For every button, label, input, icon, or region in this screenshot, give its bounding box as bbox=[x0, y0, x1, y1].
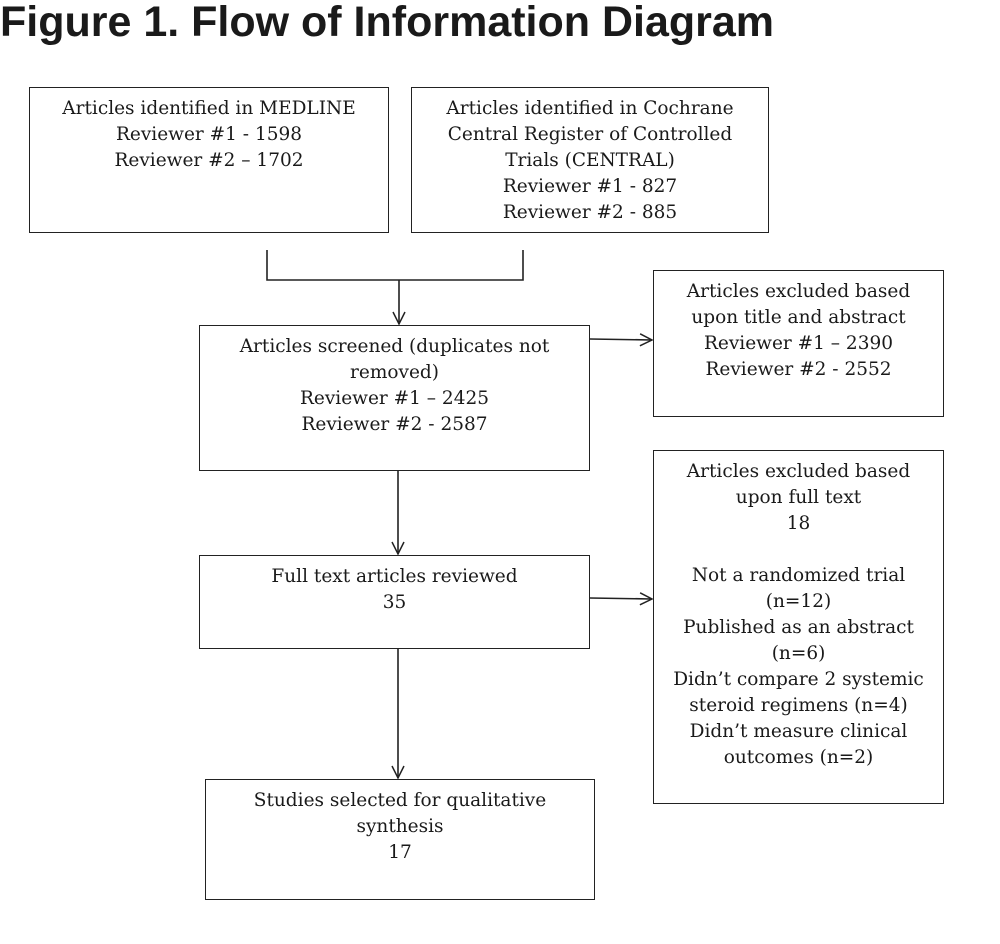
medline-box: Articles identified in MEDLINE Reviewer … bbox=[29, 87, 389, 233]
box-text-line: upon title and abstract bbox=[691, 307, 906, 328]
box-text-line: Studies selected for qualitative bbox=[253, 790, 547, 811]
arrow-screened-to-excluded bbox=[589, 333, 654, 347]
box-text-line: upon full text bbox=[735, 487, 862, 508]
box-text-line: 18 bbox=[786, 513, 811, 534]
spacer bbox=[654, 537, 943, 563]
box-text-line: synthesis bbox=[356, 816, 444, 837]
exclusion-reason-line: (n=12) bbox=[765, 591, 832, 612]
box-text-line: Central Register of Controlled bbox=[447, 124, 733, 145]
exclusion-reason-line: Didn’t compare 2 systemic bbox=[673, 669, 924, 690]
screened-box: Articles screened (duplicates not remove… bbox=[199, 325, 590, 471]
box-text-line: Trials (CENTRAL) bbox=[505, 150, 675, 171]
box-text-line: Reviewer #2 – 1702 bbox=[114, 150, 304, 171]
exclusion-reason-line: Didn’t measure clinical bbox=[689, 721, 908, 742]
merge-bracket bbox=[266, 250, 524, 281]
box-text-line: removed) bbox=[350, 362, 439, 383]
excluded-title-abstract-box: Articles excluded based upon title and a… bbox=[653, 270, 944, 417]
exclusion-reason-line: (n=6) bbox=[771, 643, 826, 664]
box-text-line: 35 bbox=[382, 592, 407, 613]
box-text-line: Articles identified in MEDLINE bbox=[62, 98, 356, 119]
box-text-line: 17 bbox=[388, 842, 412, 863]
box-text-line: Full text articles reviewed bbox=[271, 566, 518, 587]
exclusion-reason-line: outcomes (n=2) bbox=[723, 747, 874, 768]
box-text-line: Reviewer #2 - 885 bbox=[502, 202, 678, 223]
exclusion-reason-line: steroid regimens (n=4) bbox=[689, 695, 908, 716]
excluded-full-text-box: Articles excluded based upon full text 1… bbox=[653, 450, 944, 804]
full-text-box: Full text articles reviewed 35 bbox=[199, 555, 590, 649]
box-text-line: Articles excluded based bbox=[686, 461, 911, 482]
exclusion-reason-line: Not a randomized trial bbox=[691, 565, 906, 586]
box-text-line: Articles screened (duplicates not bbox=[239, 336, 550, 357]
box-text-line: Reviewer #1 – 2390 bbox=[703, 333, 894, 354]
box-text-line: Reviewer #2 - 2552 bbox=[705, 359, 892, 380]
box-text-line: Articles excluded based bbox=[686, 281, 911, 302]
box-text-line: Reviewer #1 - 1598 bbox=[115, 124, 303, 145]
selected-studies-box: Studies selected for qualitative synthes… bbox=[205, 779, 595, 900]
exclusion-reason-line: Published as an abstract bbox=[683, 617, 914, 638]
figure-title: Figure 1. Flow of Information Diagram bbox=[0, 0, 775, 46]
box-text-line: Reviewer #2 - 2587 bbox=[301, 414, 488, 435]
box-text-line: Articles identified in Cochrane bbox=[446, 98, 734, 119]
central-box: Articles identified in Cochrane Central … bbox=[411, 87, 769, 233]
box-text-line: Reviewer #1 – 2425 bbox=[299, 388, 490, 409]
arrow-fulltext-to-excluded bbox=[589, 592, 654, 606]
box-text-line: Reviewer #1 - 827 bbox=[502, 176, 678, 197]
